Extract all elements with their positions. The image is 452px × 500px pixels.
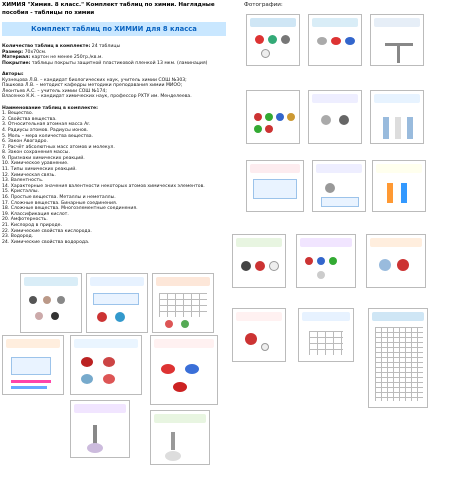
author-line: Кузнецова Л.В. – кандидат биологических … (2, 77, 187, 83)
list-item: 19. Классификация кислот. (2, 211, 69, 217)
list-item: 24. Химические свойства водорода. (2, 239, 90, 245)
list-item: 8. Закон сохранения массы. (2, 150, 70, 156)
poster-thumb-absolute-masses[interactable] (246, 160, 304, 212)
list-item: 23. Водород. (2, 234, 34, 240)
poster-thumb-substance[interactable] (246, 14, 300, 66)
qty-line: Количество таблиц в комплекте: 24 таблиц… (2, 44, 121, 49)
authors-label: Авторы: (2, 71, 24, 77)
photos-label: Фотографии: (244, 2, 283, 8)
banner: Комплект таблиц по ХИМИИ для 8 класса (2, 22, 226, 36)
list-item: 14. Характерные значения валентности нек… (2, 183, 205, 189)
size-line: Размер: 70x70см. (2, 49, 47, 55)
list-item: 16. Простые вещества. Металлы и неметалл… (2, 195, 116, 201)
author-line: Власенко К.К. – кандидат химических наук… (2, 94, 192, 100)
product-info: Количество таблиц в комплекте: 24 таблиц… (2, 44, 228, 245)
list-item: 2. Свойства вещества. (2, 116, 57, 122)
list-item: 3. Относительная атомная масса Ar. (2, 122, 91, 128)
list-item: 15. Кристаллы. (2, 189, 39, 195)
poster-thumb-amphoterity[interactable] (70, 335, 142, 395)
list-item: 21. Кислород в природе. (2, 223, 62, 228)
poster-thumb-acids[interactable] (2, 335, 64, 395)
list-item: 1. Вещество. (2, 111, 34, 117)
page-title: ХИМИЯ "Химия. 8 класс." Комплект таблиц … (2, 2, 215, 16)
list-item: 20. Амфотерность. (2, 217, 48, 223)
poster-thumb-chemical-properties-oxygen[interactable] (70, 400, 130, 458)
list-item: 12. Химическая связь. (2, 172, 56, 178)
list-item: 22. Химические свойства кислорода. (2, 228, 92, 234)
poster-thumb-atomic-radii[interactable] (246, 90, 300, 144)
list-item: 5. Моль – мера количества вещества. (2, 133, 94, 139)
poster-thumb-simple-substances[interactable] (20, 273, 82, 333)
list-item: 7. Расчёт абсолютных масс атомов и молек… (2, 144, 115, 150)
poster-thumb-reaction-types[interactable] (296, 234, 356, 288)
list-item: 10. Химическое уравнение. (2, 161, 69, 167)
poster-thumb-relative-atomic-mass[interactable] (370, 14, 424, 66)
poster-thumb-reaction-signs[interactable] (372, 160, 426, 212)
list-item: 6. Закон Авогадро. (2, 139, 48, 145)
poster-thumb-avogadro[interactable] (370, 90, 424, 144)
list-item: 17. Сложные вещества. Бинарные соединени… (2, 200, 118, 206)
poster-thumb-complex-substances-multi[interactable] (152, 273, 214, 333)
poster-thumb-chemical-bond[interactable] (366, 234, 426, 288)
poster-thumb-conservation-of-mass[interactable] (312, 160, 366, 212)
poster-thumb-properties[interactable] (308, 14, 362, 66)
table-list: 1. Вещество.2. Свойства вещества.3. Отно… (2, 111, 228, 245)
list-item: 13. Валентность. (2, 178, 44, 184)
poster-thumb-mole[interactable] (308, 90, 362, 144)
list-item: 11. Типы химических реакций. (2, 167, 77, 173)
poster-thumb-oxygen-in-nature[interactable] (150, 335, 218, 405)
list-item: 9. Признаки химических реакций. (2, 155, 85, 161)
material-line: Материал: картон не менее 250гр./кв.м. (2, 55, 103, 61)
poster-thumb-chemical-equation[interactable] (232, 234, 286, 288)
list-item: 4. Радиусы атомов. Радиусы ионов. (2, 127, 88, 133)
poster-thumb-complex-substances-binary[interactable] (86, 273, 148, 333)
author-line: Леонтьев А.С. – учитель химии СОШ №174; (2, 88, 107, 94)
cover-line: Покрытие: таблицы покрыты защитной пласт… (2, 60, 208, 66)
list-item: 18. Сложные вещества. Многоэлементные со… (2, 206, 138, 212)
poster-thumb-valence-values[interactable] (368, 308, 428, 408)
poster-thumb-hydrogen[interactable] (150, 410, 210, 465)
author-line: Пашкова Л.В. – методист кафедры методики… (2, 83, 183, 89)
poster-thumb-crystals[interactable] (298, 308, 354, 362)
list-label: Наименование таблиц в комплекте: (2, 105, 98, 111)
poster-thumb-valence[interactable] (232, 308, 286, 362)
